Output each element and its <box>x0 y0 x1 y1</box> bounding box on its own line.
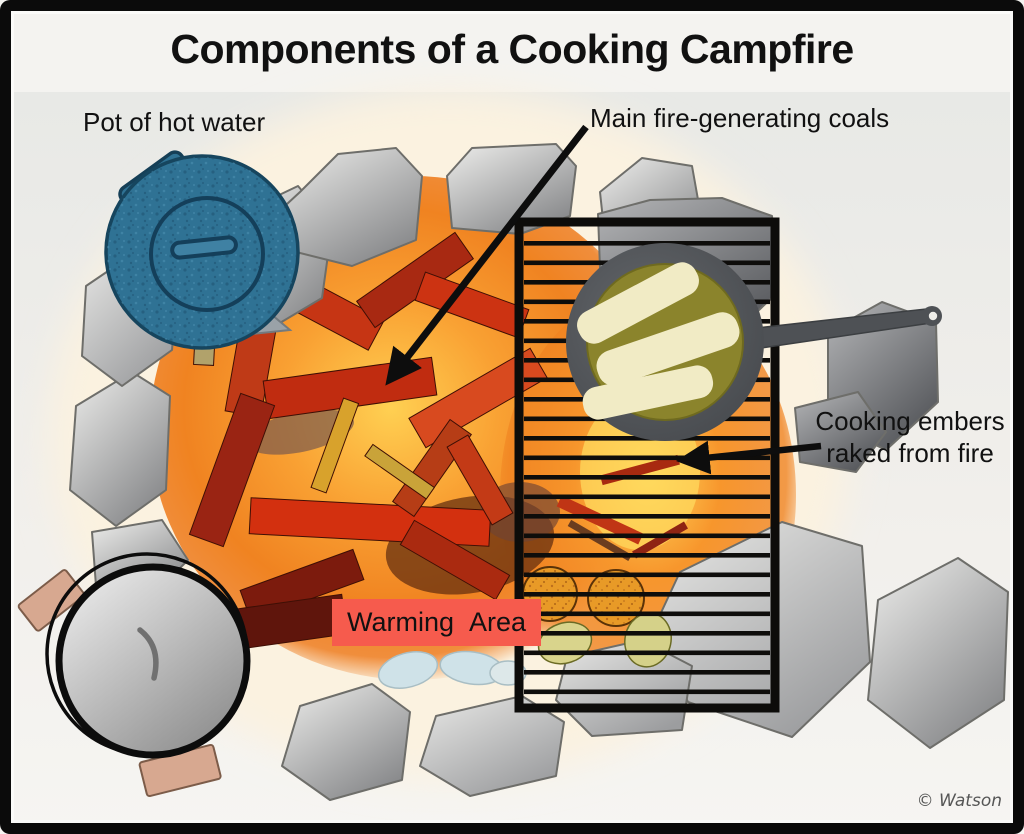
arrow-to-cooking-embers <box>675 440 822 475</box>
stick <box>310 397 360 494</box>
label-main-fire-generating-coals: Main fire-generating coals <box>590 103 890 133</box>
pot-lid-rim <box>149 196 265 312</box>
pot-of-hot-water <box>104 150 300 350</box>
stick <box>364 443 436 500</box>
log <box>188 392 276 548</box>
credit-watson: © Watson <box>916 791 1002 811</box>
rock <box>794 391 887 473</box>
frying-pan <box>566 243 942 441</box>
label-pot-of-hot-water: Pot of hot water <box>83 107 266 137</box>
rock <box>281 683 411 801</box>
label-cooking-embers: Cooking embers raked from fire <box>815 406 1005 468</box>
rock <box>446 143 577 235</box>
arrow-to-main-coals <box>385 124 589 386</box>
page-title: Components of a Cooking Campfire <box>170 26 854 72</box>
title-band <box>0 0 1024 92</box>
oven-lid <box>55 563 251 759</box>
oven-lid-handle <box>137 627 159 681</box>
log <box>414 271 530 339</box>
label-warming-area: Warming Area <box>332 599 542 646</box>
pot-lid-handle <box>170 235 238 260</box>
fish-fillets <box>577 262 740 420</box>
dutch-oven <box>17 552 251 798</box>
log <box>399 519 511 601</box>
log <box>446 434 514 526</box>
log <box>391 418 473 518</box>
rock <box>867 557 1009 749</box>
oven-handle <box>17 569 85 632</box>
